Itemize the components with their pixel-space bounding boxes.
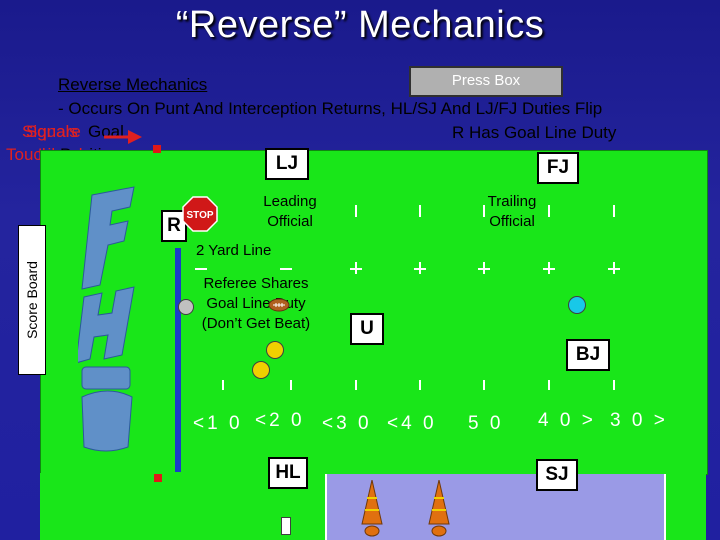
sj-label: SJ bbox=[536, 459, 578, 491]
yard-50: 5 0 bbox=[468, 413, 504, 434]
hash-mark bbox=[613, 205, 615, 217]
section-heading: Reverse Mechanics bbox=[58, 75, 208, 94]
hl-label: HL bbox=[268, 457, 308, 489]
stop-sign-text: STOP bbox=[186, 210, 213, 221]
red-arrow-icon bbox=[104, 130, 142, 144]
hash-mark bbox=[290, 380, 292, 390]
bullet-text: - Occurs On Punt And Interception Return… bbox=[58, 99, 603, 118]
goal-line bbox=[175, 248, 181, 472]
hash-mark bbox=[483, 262, 485, 274]
fhsaa-logo bbox=[78, 186, 135, 452]
hash-mark bbox=[483, 205, 485, 217]
hash-mark bbox=[548, 205, 550, 217]
bj-label: BJ bbox=[566, 339, 610, 371]
two-yard-line-note: 2 Yard Line bbox=[196, 242, 272, 259]
u-label: U bbox=[350, 313, 384, 345]
pylon-icon bbox=[428, 480, 450, 537]
leading-line-2: Official bbox=[267, 213, 313, 230]
hash-mark bbox=[483, 380, 485, 390]
football-icon bbox=[268, 298, 290, 312]
hash-mark bbox=[419, 380, 421, 390]
stop-sign-icon: STOP bbox=[182, 196, 218, 232]
hash-mark bbox=[613, 262, 615, 274]
trailing-official-note: Trailing Official bbox=[472, 192, 552, 232]
referee-line-3: (Don’t Get Beat) bbox=[201, 315, 311, 332]
referee-note: Referee Shares Goal Line Duty (Don’t Get… bbox=[186, 274, 326, 334]
leading-official-note: Leading Official bbox=[250, 192, 330, 232]
hash-mark bbox=[613, 380, 615, 390]
hash-mark bbox=[419, 262, 421, 274]
football-field bbox=[40, 150, 708, 475]
yard-40-left: <4 0 bbox=[387, 413, 437, 434]
yard-30-right: 3 0 > bbox=[610, 410, 668, 431]
referee-marker bbox=[178, 299, 194, 315]
yard-10-left: <1 0 bbox=[193, 413, 243, 434]
square-label: Square bbox=[26, 122, 81, 141]
corner-marker bbox=[153, 145, 161, 153]
trailing-line-1: Trailing bbox=[487, 193, 537, 210]
hash-mark bbox=[355, 380, 357, 390]
hash-mark bbox=[355, 262, 357, 274]
hash-mark bbox=[419, 205, 421, 217]
team-box bbox=[325, 474, 666, 540]
referee-line-2: Goal Line Duty bbox=[206, 295, 306, 312]
hash-mark bbox=[548, 380, 550, 390]
fj-label: FJ bbox=[537, 152, 579, 184]
trailing-line-2: Official bbox=[489, 213, 535, 230]
player-marker bbox=[252, 361, 270, 379]
press-box: Press Box bbox=[409, 66, 563, 97]
referee-line-1: Referee Shares bbox=[203, 275, 309, 292]
yard-30-left: <3 0 bbox=[322, 413, 372, 434]
score-board: Score Board bbox=[18, 225, 46, 375]
yard-20-left: <2 0 bbox=[255, 410, 305, 431]
hash-mark bbox=[280, 268, 292, 270]
hash-mark bbox=[222, 380, 224, 390]
hash-mark bbox=[195, 268, 207, 270]
yard-40-right: 4 0 > bbox=[538, 410, 596, 431]
hash-mark bbox=[355, 205, 357, 217]
down-marker bbox=[281, 517, 291, 535]
slide-title: “Reverse” Mechanics bbox=[175, 4, 545, 46]
pylon-icon bbox=[361, 480, 383, 537]
player-marker bbox=[568, 296, 586, 314]
r-duty-text: R Has Goal Line Duty bbox=[452, 123, 617, 142]
score-board-label: Score Board bbox=[24, 261, 40, 339]
hash-mark bbox=[548, 262, 550, 274]
signals-label: Signals bbox=[22, 122, 78, 141]
lj-label: LJ bbox=[265, 148, 309, 180]
corner-marker bbox=[154, 474, 162, 482]
player-marker bbox=[266, 341, 284, 359]
leading-line-1: Leading bbox=[263, 193, 317, 210]
